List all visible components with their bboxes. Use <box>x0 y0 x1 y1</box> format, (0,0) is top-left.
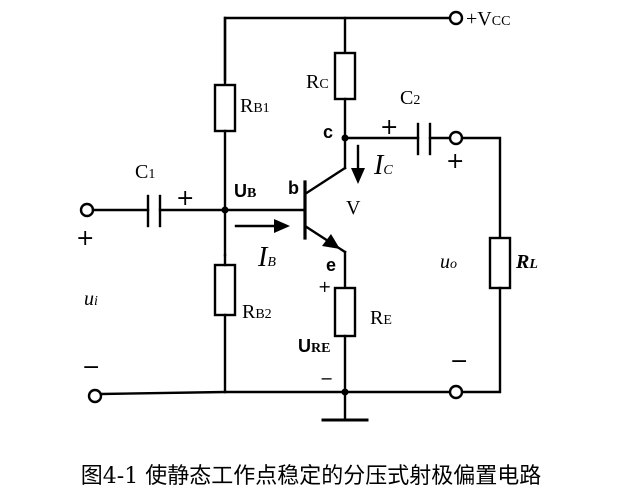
node-c-label: c <box>323 122 333 142</box>
re-resistor <box>333 286 357 338</box>
uo-label: uo <box>440 251 457 273</box>
ib-label: IB <box>257 242 276 273</box>
rb2-resistor <box>213 263 237 317</box>
output-minus-sign: − <box>450 349 468 374</box>
ib-arrow-head <box>274 219 290 233</box>
re-label: RE <box>370 307 392 329</box>
input-terminal-bottom <box>87 388 103 404</box>
vcc-terminal <box>448 10 464 26</box>
rl-label: RL <box>515 251 538 273</box>
re-minus-sign: − <box>320 369 333 388</box>
output-plus-sign: + <box>446 149 464 174</box>
transistor-collector-lead <box>303 166 347 196</box>
re-plus-sign: + <box>318 277 331 296</box>
node-e-label: e <box>326 255 336 275</box>
rb1-label: RB1 <box>240 95 270 117</box>
node-b-label: b <box>288 178 299 198</box>
figure-caption: 图4-1 使静态工作点稳定的分压式射极偏置电路 <box>80 464 542 489</box>
rl-wire-top <box>460 136 502 240</box>
rb1-resistor <box>213 83 237 133</box>
rc-label: RC <box>306 71 329 93</box>
ground-rail <box>99 390 452 396</box>
vcc-label: +VCC <box>466 8 510 30</box>
input-plus-sign: + <box>76 226 94 251</box>
ure-label: URE <box>298 336 330 356</box>
rl-wire-bottom <box>460 286 502 394</box>
collector-node-dot <box>341 134 349 142</box>
ic-label: IC <box>373 150 393 181</box>
input-minus-sign: − <box>82 355 100 380</box>
transistor-emitter-arrow <box>322 234 340 249</box>
ic-arrow-head <box>351 168 365 184</box>
c2-plus-sign: + <box>380 115 398 140</box>
ub-label: UB <box>234 181 256 201</box>
input-terminal-top <box>79 202 95 218</box>
output-terminal-bottom <box>448 384 464 400</box>
ui-label: ui <box>84 288 98 310</box>
c1-label: C1 <box>135 161 155 183</box>
c2-label: C2 <box>400 87 420 109</box>
rb2-label: RB2 <box>242 301 272 323</box>
rc-resistor <box>333 51 357 101</box>
transistor-v-label: V <box>346 197 361 219</box>
output-terminal-top <box>448 130 464 146</box>
rl-resistor <box>488 236 512 290</box>
c1-plus-sign: + <box>176 186 194 211</box>
